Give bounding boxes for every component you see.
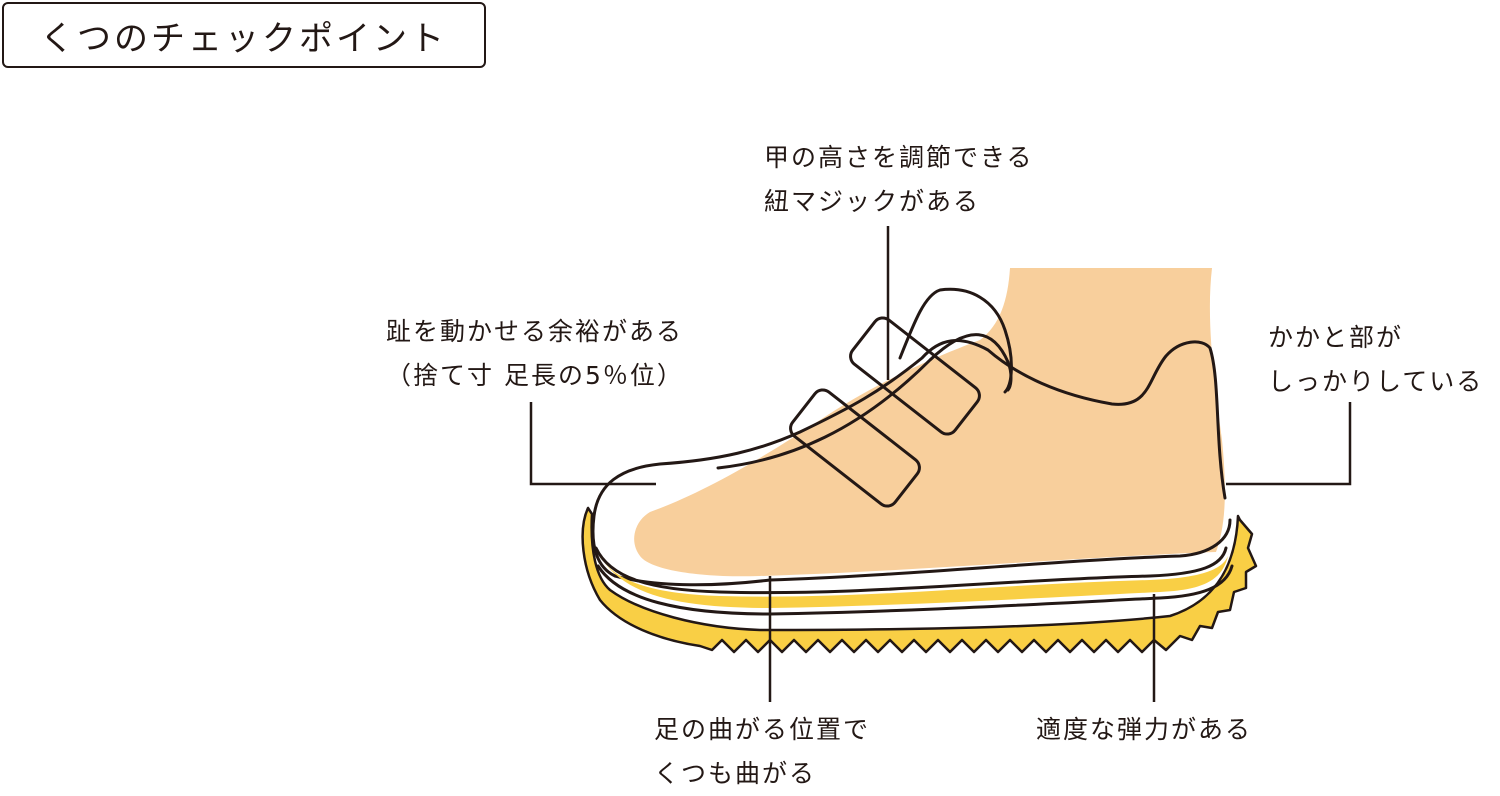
- outsole: [581, 506, 1258, 654]
- leader-heel: [1226, 402, 1352, 486]
- leader-toe: [529, 402, 656, 486]
- callout-text: 紐マジックがある: [764, 187, 981, 216]
- callout-toe-room: 趾を動かせる余裕がある （捨て寸 足長の5％位）: [386, 310, 684, 398]
- midsole-band: [600, 556, 1228, 608]
- midsole-line-top: [594, 546, 1228, 595]
- callout-bend-point: 足の曲がる位置で くつも曲がる: [654, 708, 870, 796]
- callout-text: （捨て寸 足長の5％位）: [386, 361, 684, 390]
- callout-text: 甲の高さを調節できる: [764, 143, 1034, 172]
- midsole-line-bottom: [596, 564, 1234, 616]
- callout-heel-support: かかと部が しっかりしている: [1268, 316, 1483, 404]
- callout-text: かかと部が: [1268, 323, 1404, 352]
- title-box: くつのチェックポイント: [2, 2, 486, 68]
- callout-text: くつも曲がる: [654, 759, 817, 788]
- callout-text: 適度な弾力がある: [1036, 715, 1253, 744]
- callout-text: 趾を動かせる余裕がある: [386, 317, 684, 346]
- page-title: くつのチェックポイント: [40, 18, 447, 59]
- strap-upper: [849, 316, 981, 436]
- callout-text: しっかりしている: [1268, 367, 1484, 396]
- callout-text: 足の曲がる位置で: [654, 715, 871, 744]
- callout-cushioning: 適度な弾力がある: [1036, 708, 1252, 752]
- callout-instep-adjustable: 甲の高さを調節できる 紐マジックがある: [764, 136, 1034, 224]
- strap-lower: [789, 388, 921, 508]
- shoe-tongue: [898, 287, 1013, 394]
- shoe-upper: [591, 339, 1232, 587]
